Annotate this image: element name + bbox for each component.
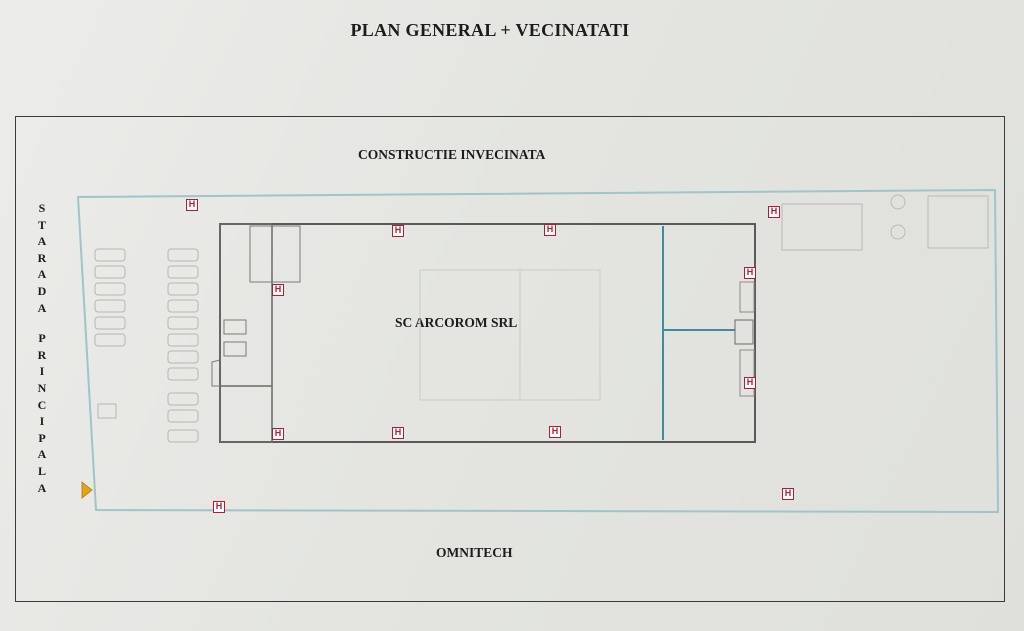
street-letter: R	[37, 347, 47, 362]
street-letter: P	[38, 331, 46, 346]
office-block	[219, 223, 273, 443]
entry-canopy	[211, 359, 221, 387]
street-letter: N	[37, 380, 47, 395]
hydrant-icon: H	[768, 206, 780, 218]
parking-right	[167, 248, 199, 443]
east-annex-top	[739, 281, 755, 313]
street-letter: I	[39, 364, 45, 379]
street-letter: A	[37, 447, 47, 462]
lot-boundary	[76, 188, 1000, 514]
hydrant-icon: H	[744, 267, 756, 279]
street-letter: D	[37, 283, 47, 298]
hydrant-icon: H	[782, 488, 794, 500]
street-letter: A	[37, 267, 47, 282]
gate-box	[97, 403, 117, 419]
street-letter: A	[37, 300, 47, 315]
hydrant-icon: H	[186, 199, 198, 211]
street-letter: C	[37, 397, 47, 412]
tank-circle-1	[890, 194, 906, 210]
hydrant-icon: H	[549, 426, 561, 438]
east-room	[734, 319, 754, 345]
office-room	[223, 319, 247, 335]
office-room-2	[223, 341, 247, 357]
hydrant-icon: H	[272, 428, 284, 440]
neighbor-south-label: OMNITECH	[436, 545, 513, 560]
stair-core	[249, 225, 301, 283]
street-letter: I	[39, 414, 45, 429]
hydrant-icon: H	[744, 377, 756, 389]
street-letter: S	[38, 201, 46, 215]
hydrant-icon: H	[213, 501, 225, 513]
street-letter: A	[37, 480, 47, 495]
interior-grid	[419, 269, 601, 401]
main-building-label: SC ARCOROM SRL	[395, 315, 518, 330]
tank-area-1	[781, 203, 863, 251]
drawing-frame	[15, 116, 1005, 602]
hydrant-icon: H	[272, 284, 284, 296]
page-title: PLAN GENERAL + VECINATATI	[350, 20, 630, 40]
hydrant-icon: H	[392, 225, 404, 237]
tank-circle-2	[890, 224, 906, 240]
street-letter: T	[37, 217, 46, 232]
east-annex-bottom	[739, 349, 755, 397]
parking-left	[94, 248, 126, 347]
tank-area-2	[927, 195, 989, 249]
hydrant-icon: H	[544, 224, 556, 236]
street-letter: A	[37, 234, 47, 249]
neighbor-north-label: CONSTRUCTIE INVECINATA	[358, 147, 546, 162]
hydrant-icon: H	[392, 427, 404, 439]
entrance-arrow	[81, 481, 93, 499]
street-letter: P	[38, 430, 46, 445]
street-letter: L	[37, 463, 46, 478]
street-letter: R	[37, 250, 47, 265]
